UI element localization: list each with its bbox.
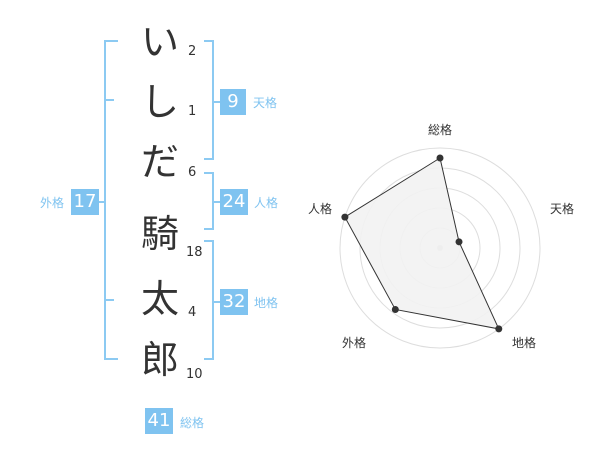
stroke-count-4: 18 [186, 245, 203, 260]
stroke-count-3: 6 [188, 165, 197, 180]
name-char-3: だ [140, 140, 179, 184]
tenkaku-bracket-top [204, 40, 214, 42]
radar-point-3 [495, 325, 503, 333]
gaikaku-bracket-tick-lower [104, 299, 114, 301]
axis-label-chikaku: 地格 [512, 335, 536, 350]
gaikaku-badge: 17 [71, 189, 99, 215]
gaikaku-bracket-tick-upper [104, 99, 114, 101]
tenkaku-bracket-bottom [204, 158, 214, 160]
radar-point-1 [436, 154, 444, 162]
tenkaku-bracket-connector [212, 101, 220, 103]
chikaku-bracket [212, 240, 214, 360]
axis-label-jinkaku: 人格 [308, 201, 332, 216]
radar-chart: 総格 天格 地格 外格 人格 [308, 122, 574, 350]
jinkaku-label: 人格 [254, 196, 279, 210]
stroke-count-1: 2 [188, 44, 197, 59]
chikaku-bracket-bottom [204, 358, 214, 360]
radar-point-2 [455, 238, 463, 246]
stroke-count-2: 1 [188, 104, 197, 119]
radar-point-5 [341, 213, 349, 221]
gaikaku-bracket-top [104, 40, 118, 42]
tenkaku-badge: 9 [220, 89, 246, 115]
name-char-5: 太 [140, 277, 179, 321]
chikaku-label: 地格 [254, 296, 279, 310]
soukaku-badge: 41 [145, 408, 173, 434]
jinkaku-badge: 24 [220, 189, 248, 215]
jinkaku-bracket-bottom [204, 228, 214, 230]
soukaku-label: 総格 [180, 416, 205, 430]
chikaku-badge: 32 [220, 289, 248, 315]
axis-label-gaikaku: 外格 [342, 335, 366, 350]
chikaku-bracket-connector [212, 301, 220, 303]
radar-grid-ring [339, 147, 541, 349]
gaikaku-bracket-bottom [104, 358, 118, 360]
gaikaku-bracket-connector [98, 201, 104, 203]
name-char-2: し [140, 80, 179, 124]
tenkaku-label: 天格 [253, 96, 278, 110]
axis-label-soukaku: 総格 [428, 122, 452, 137]
jinkaku-bracket-top [204, 172, 214, 174]
axis-label-tenkaku: 天格 [550, 201, 574, 216]
stroke-count-5: 4 [188, 305, 197, 320]
jinkaku-bracket-connector [212, 201, 220, 203]
tenkaku-bracket [212, 40, 214, 160]
radar-series-area [344, 157, 500, 330]
radar-point-4 [391, 305, 399, 313]
name-char-1: い [140, 20, 179, 64]
name-char-4: 騎 [140, 212, 179, 256]
name-char-6: 郎 [140, 338, 179, 382]
gaikaku-label: 外格 [40, 196, 65, 210]
gaikaku-bracket [104, 40, 106, 360]
chikaku-bracket-top [204, 240, 214, 242]
stroke-count-6: 10 [186, 367, 203, 382]
